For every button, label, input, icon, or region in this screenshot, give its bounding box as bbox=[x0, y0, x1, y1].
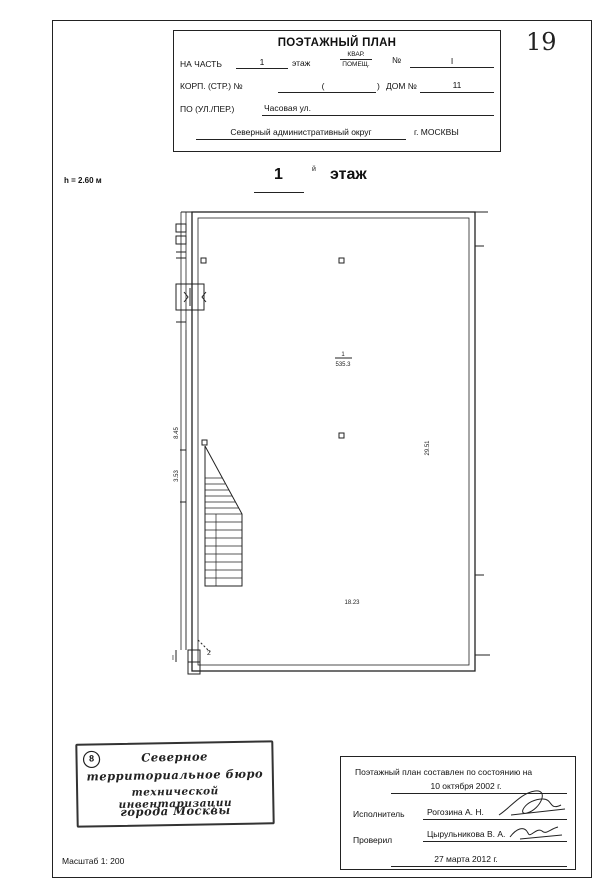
executor-label: Исполнитель bbox=[353, 809, 405, 819]
kvar-divider bbox=[340, 59, 372, 60]
korp-label: КОРП. (СТР.) № bbox=[180, 81, 243, 91]
stamp-line-2: территориальное бюро bbox=[86, 766, 264, 784]
handwritten-page-number: 19 bbox=[526, 28, 557, 56]
bti-stamp: 8 Северное территориальное бюро техничес… bbox=[75, 740, 275, 828]
inner-wall bbox=[197, 217, 470, 666]
street-label: ПО (УЛ./ПЕР.) bbox=[180, 104, 235, 114]
floor-word: этаж bbox=[292, 58, 311, 68]
korp-value: ( bbox=[321, 81, 325, 91]
dim-left-lower: 3.53 bbox=[174, 470, 180, 482]
dim-left-upper: 8.45 bbox=[174, 427, 180, 439]
executor-signature bbox=[498, 790, 566, 816]
number-label: № bbox=[392, 55, 402, 65]
street-value: Часовая ул. bbox=[264, 103, 311, 113]
title-block: ПОЭТАЖНЫЙ ПЛАН НА ЧАСТЬ 1 этаж КВАР. ПОМ… bbox=[173, 30, 501, 152]
date-underline bbox=[391, 866, 567, 867]
plan-title: ПОЭТАЖНЫЙ ПЛАН bbox=[277, 37, 397, 49]
number-value: I bbox=[450, 56, 454, 66]
korp-underline bbox=[278, 92, 376, 93]
number-underline bbox=[410, 67, 494, 68]
executor-name: Рогозина А. Н. bbox=[427, 807, 484, 817]
dim-right: 29.51 bbox=[425, 440, 431, 456]
scale-label: Масштаб 1: 200 bbox=[62, 856, 125, 866]
dom-underline bbox=[420, 92, 494, 93]
floor-word-heading: этаж bbox=[330, 166, 367, 183]
staircase bbox=[204, 445, 243, 587]
stamp-line-1: Северное bbox=[141, 749, 209, 765]
floor-suffix: й bbox=[312, 166, 316, 173]
part-underline bbox=[236, 68, 288, 69]
entry-arrow-icon bbox=[201, 291, 207, 303]
checker-name: Цырульникова В. А. bbox=[427, 829, 506, 839]
floor-number: 1 bbox=[274, 166, 283, 183]
ceiling-height: h = 2.60 м bbox=[64, 176, 102, 185]
city-value: г. МОСКВЫ bbox=[414, 127, 459, 137]
door-swing bbox=[197, 639, 211, 653]
checker-label: Проверил bbox=[353, 835, 393, 845]
stair-steps bbox=[205, 477, 242, 586]
column-icon bbox=[201, 439, 208, 446]
door-label: 2 bbox=[207, 650, 211, 657]
part-value: 1 bbox=[259, 57, 265, 67]
pomesh-label: ПОМЕЩ. bbox=[342, 61, 370, 68]
district-underline bbox=[196, 139, 406, 140]
signature-block: Поэтажный план составлен по состоянию на… bbox=[340, 756, 576, 870]
dim-bottom: 18.23 bbox=[344, 600, 360, 606]
korp-close: ) bbox=[377, 81, 380, 91]
checker-underline bbox=[423, 841, 567, 842]
stamp-seal-icon bbox=[82, 750, 101, 769]
entry-mark: I bbox=[172, 655, 174, 662]
window-mark bbox=[175, 235, 187, 245]
column-icon bbox=[338, 257, 345, 264]
outer-wall bbox=[191, 211, 476, 672]
entry-arrow-icon bbox=[183, 291, 189, 303]
status-line: Поэтажный план составлен по состоянию на bbox=[355, 767, 533, 777]
entrance-door bbox=[175, 283, 205, 311]
sign-date: 27 марта 2012 г. bbox=[434, 854, 498, 864]
district-value: Северный административный округ bbox=[230, 127, 372, 137]
window-mark bbox=[175, 223, 187, 233]
street-underline bbox=[262, 115, 494, 116]
room-number: 1 bbox=[341, 352, 345, 358]
dom-value: 11 bbox=[452, 80, 462, 90]
floor-number-underline bbox=[254, 192, 304, 193]
status-date: 10 октября 2002 г. bbox=[430, 781, 502, 791]
dom-label: ДОМ № bbox=[386, 81, 417, 91]
column-icon bbox=[200, 257, 207, 264]
kvar-label: КВАР. bbox=[347, 51, 365, 58]
executor-underline bbox=[423, 819, 567, 820]
stamp-line-4: города Москвы bbox=[120, 803, 231, 819]
part-label: НА ЧАСТЬ bbox=[180, 59, 222, 69]
column-icon bbox=[338, 432, 345, 439]
room-area: 535.3 bbox=[335, 362, 351, 368]
checker-signature bbox=[509, 826, 563, 840]
document-sheet bbox=[52, 20, 592, 878]
status-underline bbox=[391, 793, 567, 794]
